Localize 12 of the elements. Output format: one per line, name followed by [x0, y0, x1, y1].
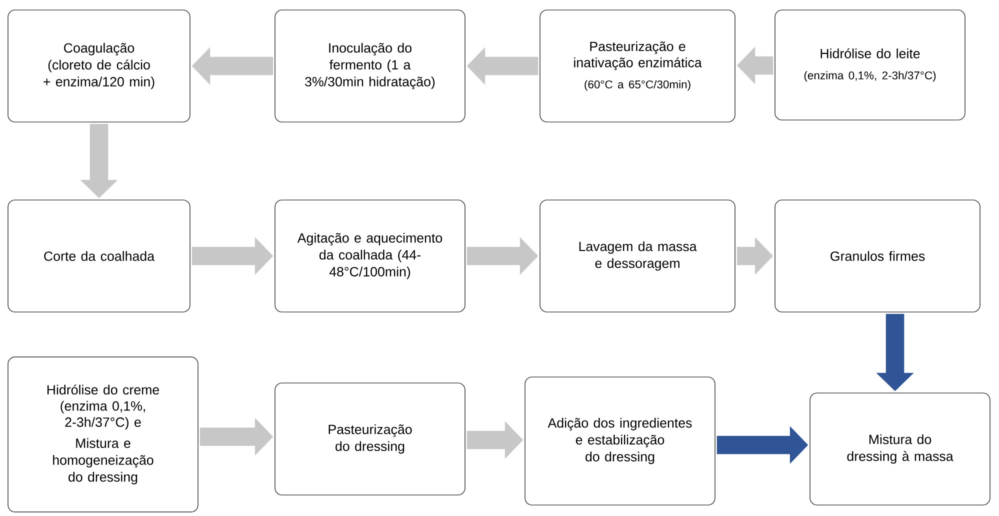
process-box: Mistura do dressing à massa	[810, 392, 990, 506]
process-box: Pasteurização e inativação enzimática (60°C a 65°C/30min)	[540, 10, 736, 122]
process-box: Pasteurização do dressing	[274, 382, 466, 496]
process-box: Adição dos ingredientes e estabilização do dressing	[524, 376, 716, 506]
process-box: Granulos firmes	[774, 200, 980, 312]
process-box: Hidrólise do leite (enzima 0,1%, 2-3h/37°C)	[774, 10, 966, 120]
process-box: Agitação e aquecimento da coalhada (44-48°C/100min)	[274, 200, 466, 312]
process-box: Hidrólise do creme (enzima 0,1%, 2-3h/37°C) e Mistura e homogeneização do dressing	[8, 356, 198, 512]
process-box: Corte da coalhada	[8, 200, 190, 312]
process-box: Inoculação do fermento (1 a 3%/30min hidratação)	[274, 10, 466, 122]
process-box: Coagulação (cloreto de cálcio + enzima/120 min)	[8, 10, 190, 122]
process-box: Lavagem da massa e dessoragem	[540, 200, 736, 312]
